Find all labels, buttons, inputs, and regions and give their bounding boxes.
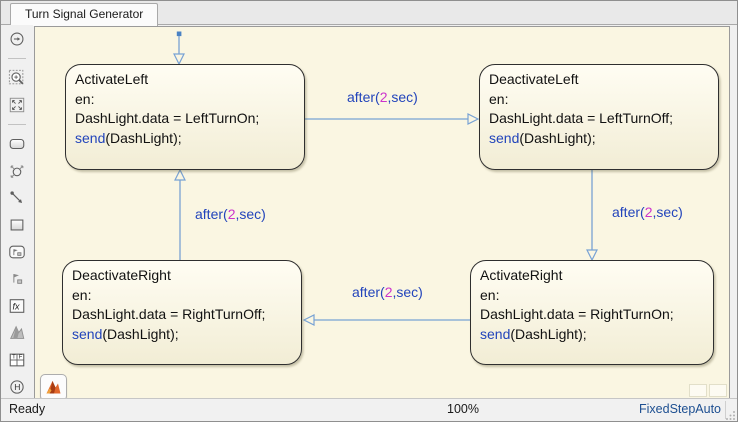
chart-canvas[interactable]: ActivateLeft en: DashLight.data = LeftTu…: [34, 26, 730, 400]
fx-glyph: fx: [13, 301, 21, 311]
transition-label[interactable]: after(2,sec): [347, 89, 418, 105]
transition-activateleft-to-deactivateleft[interactable]: [305, 113, 480, 125]
truth-table-icon: T F: [9, 353, 25, 367]
send-keyword: send: [489, 129, 520, 146]
junction-icon: [10, 165, 24, 178]
box-icon: [10, 219, 24, 231]
state-entry-label: en:: [72, 286, 92, 303]
transition-label[interactable]: after(2,sec): [612, 204, 683, 220]
simulink-function-tool-button[interactable]: [6, 323, 28, 343]
goto-diagram-icon: [10, 32, 24, 46]
label-keyword: after(: [612, 204, 645, 220]
default-transition-tool-button[interactable]: [6, 188, 28, 208]
default-transition-icon: [10, 191, 23, 204]
state-action: DashLight.data = RightTurnOff;: [72, 306, 266, 322]
label-number: 2: [379, 89, 388, 105]
state-send-line: send(DashLight);: [75, 129, 295, 149]
state-activate-left[interactable]: ActivateLeft en: DashLight.data = LeftTu…: [65, 64, 305, 170]
label-number: 2: [644, 204, 653, 220]
truth-table-f-glyph: F: [19, 355, 23, 361]
scrollbar-corner: [689, 384, 727, 397]
fit-to-view-icon: [9, 97, 25, 113]
state-tool-button[interactable]: [6, 134, 28, 154]
tab-bar: Turn Signal Generator: [1, 1, 737, 26]
state-title: DeactivateLeft: [489, 71, 579, 87]
state-entry-label: en:: [75, 90, 95, 107]
send-keyword: send: [480, 325, 511, 342]
history-h-glyph: H: [14, 382, 20, 392]
status-bar: Ready 100% FixedStepAuto: [1, 398, 737, 421]
label-keyword: ,sec): [652, 204, 683, 220]
goto-diagram-button[interactable]: [6, 29, 28, 49]
state-entry-label: en:: [480, 286, 500, 303]
junction-tool-button[interactable]: [6, 161, 28, 181]
palette-toolbar: fx T F H: [1, 25, 33, 398]
state-deactivate-right[interactable]: DeactivateRight en: DashLight.data = Rig…: [62, 260, 302, 365]
state-action: DashLight.data = LeftTurnOff;: [489, 110, 674, 126]
transition-wires: [173, 31, 598, 326]
fit-to-view-button[interactable]: [6, 95, 28, 115]
send-keyword: send: [75, 129, 106, 146]
link-chart-tool-button[interactable]: [6, 269, 28, 289]
history-junction-icon: H: [10, 380, 24, 394]
simulink-function-icon: [9, 325, 25, 339]
state-activate-right[interactable]: ActivateRight en: DashLight.data = Right…: [470, 260, 714, 365]
send-args: (DashLight);: [105, 129, 182, 146]
state-entry-label: en:: [489, 90, 509, 107]
state-send-line: send(DashLight);: [72, 325, 292, 345]
transition-deactivateleft-to-activateright[interactable]: [586, 170, 598, 262]
state-send-line: send(DashLight);: [489, 129, 709, 149]
toolbar-divider: [8, 58, 26, 59]
zoom-to-selection-button[interactable]: [6, 68, 28, 88]
solver-link[interactable]: FixedStepAuto: [639, 402, 721, 416]
state-action: DashLight.data = RightTurnOn;: [480, 306, 674, 322]
transition-activateright-to-deactivateright[interactable]: [302, 314, 470, 326]
label-number: 2: [227, 206, 236, 222]
truth-table-t-glyph: T: [12, 355, 16, 361]
matlab-function-icon: fx: [9, 299, 25, 313]
atomic-subchart-icon: [9, 245, 25, 259]
state-icon: [9, 138, 25, 150]
truth-table-tool-button[interactable]: T F: [6, 350, 28, 370]
label-keyword: after(: [352, 284, 385, 300]
state-action: DashLight.data = LeftTurnOn;: [75, 110, 260, 126]
default-transition[interactable]: [173, 31, 185, 66]
simulink-badge-button[interactable]: [40, 374, 67, 399]
statusbar-divider: [725, 401, 726, 419]
resize-grip[interactable]: [726, 410, 736, 420]
state-title: ActivateRight: [480, 267, 563, 283]
state-deactivate-left[interactable]: DeactivateLeft en: DashLight.data = Left…: [479, 64, 719, 170]
label-keyword: after(: [347, 89, 380, 105]
matlab-function-tool-button[interactable]: fx: [6, 296, 28, 316]
state-send-line: send(DashLight);: [480, 325, 704, 345]
zoom-level: 100%: [447, 402, 479, 416]
label-keyword: after(: [195, 206, 228, 222]
history-junction-tool-button[interactable]: H: [6, 377, 28, 397]
transition-label[interactable]: after(2,sec): [195, 206, 266, 222]
matlab-logo-icon: [46, 381, 61, 394]
state-title: DeactivateRight: [72, 267, 171, 283]
label-keyword: ,sec): [235, 206, 266, 222]
label-keyword: ,sec): [387, 89, 418, 105]
send-args: (DashLight);: [510, 325, 587, 342]
box-tool-button[interactable]: [6, 215, 28, 235]
send-args: (DashLight);: [102, 325, 179, 342]
zoom-selection-icon: [8, 69, 24, 85]
transition-label[interactable]: after(2,sec): [352, 284, 423, 300]
status-text: Ready: [9, 402, 46, 416]
label-number: 2: [384, 284, 393, 300]
atomic-subchart-tool-button[interactable]: [6, 242, 28, 262]
link-chart-icon: [13, 274, 23, 284]
label-keyword: ,sec): [392, 284, 423, 300]
send-keyword: send: [72, 325, 103, 342]
tab-label: Turn Signal Generator: [25, 7, 144, 21]
toolbar-divider: [8, 124, 26, 125]
tab-turn-signal-generator[interactable]: Turn Signal Generator: [10, 3, 159, 26]
send-args: (DashLight);: [519, 129, 596, 146]
transition-deactivateright-to-activateleft[interactable]: [174, 168, 186, 260]
state-title: ActivateLeft: [75, 71, 149, 87]
